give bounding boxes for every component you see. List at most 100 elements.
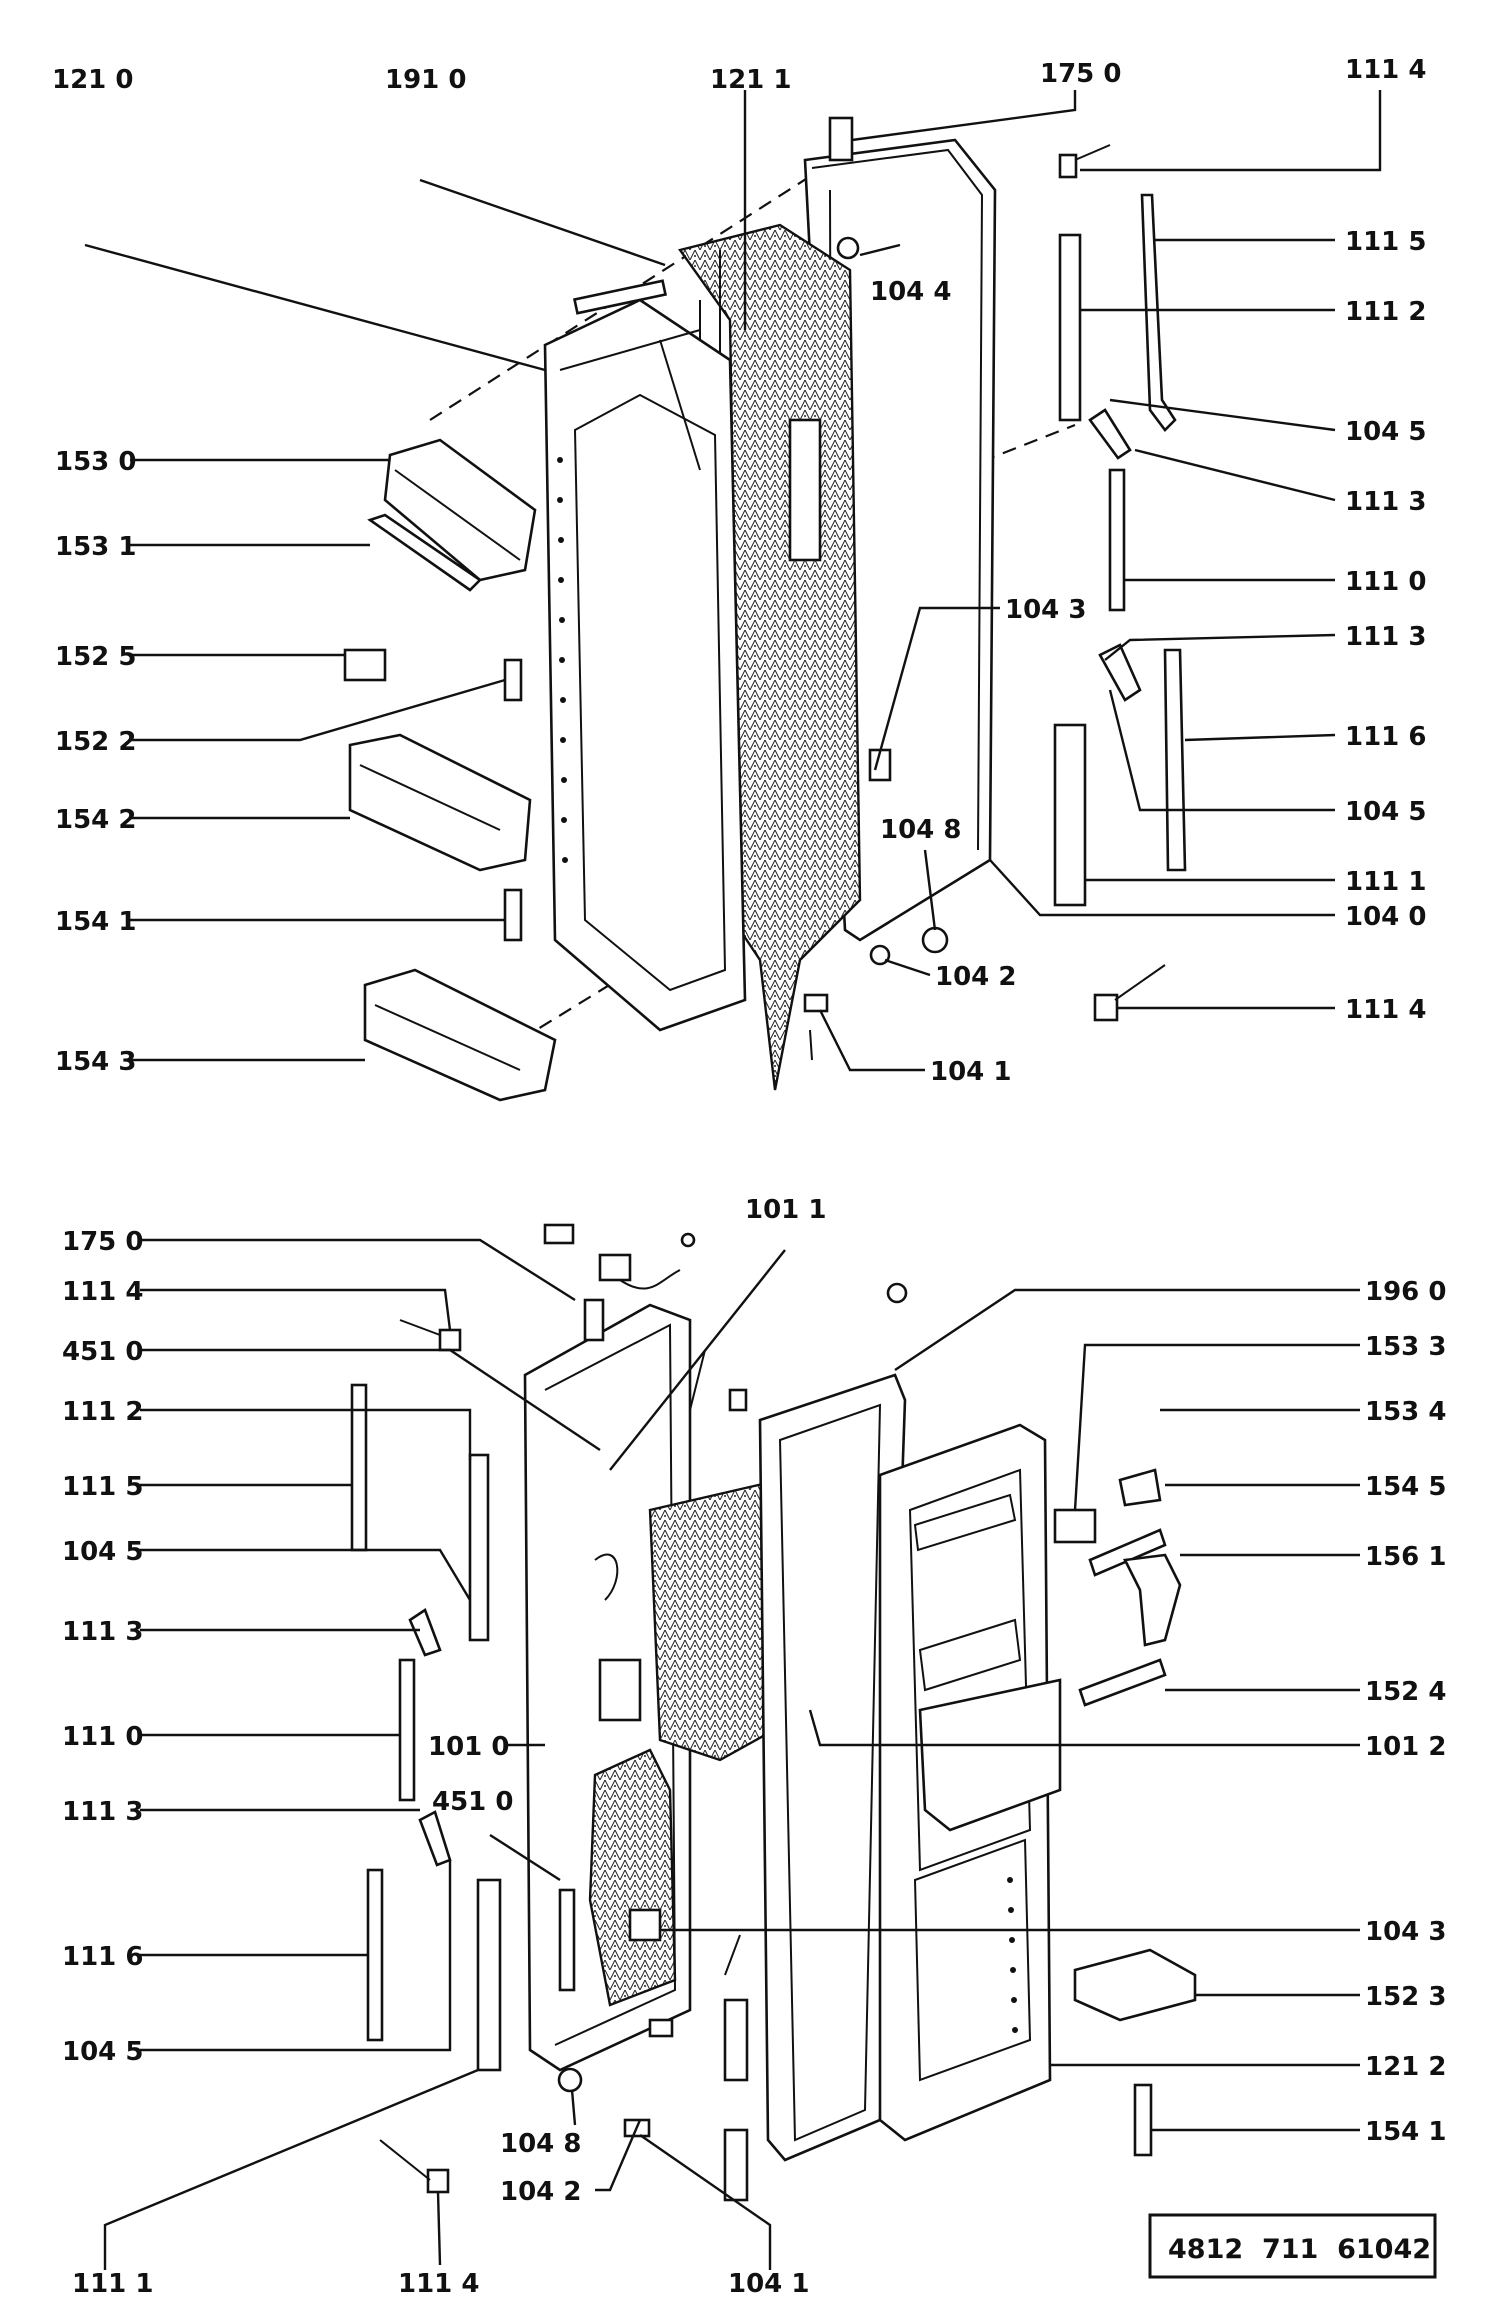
part-label: 111 4 (62, 1277, 143, 1307)
part-label: 111 1 (1345, 867, 1426, 897)
screw-part (869, 944, 891, 966)
door-bin-small (1073, 1948, 1197, 2022)
part-label: 191 0 (385, 65, 466, 95)
door-stop-part (886, 1282, 908, 1304)
part-label: 111 2 (1345, 297, 1426, 327)
part-label: 104 1 (728, 2269, 809, 2299)
bottom-hinge-cap (426, 2168, 450, 2194)
handle-insert (1058, 233, 1082, 422)
part-label: 111 4 (1345, 55, 1426, 85)
labels-upper: 121 0 191 0 121 1 175 0 111 4 111 5 111 … (52, 55, 1426, 1087)
handle-body (476, 1878, 502, 2072)
part-label: 104 5 (62, 2037, 143, 2067)
dispenser-switch-part (1118, 1468, 1162, 1507)
part-label: 111 3 (62, 1617, 143, 1647)
part-label: 111 2 (62, 1397, 143, 1427)
handle-bar (398, 1658, 416, 1802)
screw-part (399, 1319, 441, 1336)
shelf-support-holes (557, 457, 568, 863)
inner-door-liner-with-dispenser (878, 1423, 1062, 2142)
part-label: 152 2 (55, 727, 136, 757)
part-label: 451 0 (62, 1337, 143, 1367)
part-label: 154 2 (55, 805, 136, 835)
door-bin-tray (363, 968, 557, 1102)
drip-tray-strip (1078, 1658, 1167, 1707)
handle-trim (1140, 193, 1177, 432)
part-label: 111 4 (1345, 995, 1426, 1025)
part-label: 104 5 (1345, 417, 1426, 447)
part-label: 104 2 (500, 2177, 581, 2207)
hinge-plate-part (648, 2018, 674, 2038)
part-label: 101 0 (428, 1732, 509, 1762)
part-label: 111 0 (62, 1722, 143, 1752)
handle-bracket (1098, 643, 1142, 702)
document-code-box: 4812 711 61042 (1148, 2213, 1437, 2279)
wire-tube-part (689, 1349, 706, 1411)
assembly-guide-line (959, 423, 1076, 472)
hinge-cap-part (543, 1223, 575, 1245)
part-label: 154 1 (55, 907, 136, 937)
wire-connector-part (598, 1253, 632, 1282)
part-label: 111 6 (1345, 722, 1426, 752)
part-label: 154 5 (1365, 1472, 1446, 1502)
part-label: 111 3 (1345, 487, 1426, 517)
leader-lines-upper (84, 90, 1382, 1072)
part-label: 104 8 (500, 2129, 581, 2159)
part-label: 153 0 (55, 447, 136, 477)
part-label: 154 3 (55, 1047, 136, 1077)
door-stop-part (557, 2067, 583, 2093)
door-gasket-inner (778, 1403, 882, 2142)
screw-part (1074, 144, 1111, 161)
hinge-part (583, 1298, 605, 1342)
part-label: 111 6 (62, 1942, 143, 1972)
handle-bracket (408, 1608, 442, 1657)
part-label: 111 5 (62, 1472, 143, 1502)
door-bin-tray (348, 733, 532, 872)
part-label: 104 2 (935, 962, 1016, 992)
screw-part (379, 2139, 431, 2181)
handle-trim (366, 1868, 384, 2042)
part-label: 196 0 (1365, 1277, 1446, 1307)
part-label: 153 3 (1365, 1332, 1446, 1362)
part-label: 175 0 (1040, 59, 1121, 89)
part-label: 152 3 (1365, 1982, 1446, 2012)
part-label: 111 0 (1345, 567, 1426, 597)
spacer-block (723, 2128, 749, 2202)
handle-bar (1108, 468, 1126, 612)
hinge-plate-part (803, 993, 829, 1013)
part-label: 111 5 (1345, 227, 1426, 257)
part-label: 104 5 (1345, 797, 1426, 827)
part-label: 104 5 (62, 1537, 143, 1567)
upper-assembly: 121 0 191 0 121 1 175 0 111 4 111 5 111 … (52, 55, 1426, 1102)
part-label: 104 8 (880, 815, 961, 845)
top-hinge-cap (1058, 153, 1078, 179)
part-label: 104 0 (1345, 902, 1426, 932)
screw-part (809, 1029, 813, 1061)
small-clip-part (343, 648, 387, 682)
top-trim-strip (572, 279, 668, 315)
top-hinge-cap (438, 1328, 462, 1352)
dispenser-lever-part (1053, 1508, 1097, 1544)
part-label: 121 0 (52, 65, 133, 95)
shelf-support-bracket (1133, 2083, 1153, 2157)
part-label: 154 1 (1365, 2117, 1446, 2147)
part-label: 104 4 (870, 277, 951, 307)
part-label: 104 3 (1005, 595, 1086, 625)
part-label: 111 3 (62, 1797, 143, 1827)
screw-part (680, 1232, 696, 1248)
part-label: 111 4 (398, 2269, 479, 2299)
wire-tube-part (724, 1934, 741, 1976)
part-label: 156 1 (1365, 1542, 1446, 1572)
wire-harness-part (619, 1269, 681, 1290)
leader-lines-lower (103, 1238, 1360, 2270)
part-label: 152 4 (1365, 1677, 1446, 1707)
shelf-trim-strip (367, 513, 483, 592)
part-label: 152 5 (55, 642, 136, 672)
shelf-support-holes (1007, 1877, 1018, 2033)
part-label: 121 1 (710, 65, 791, 95)
handle-insert (468, 1453, 490, 1642)
door-stop-part (921, 926, 949, 954)
screw-part (1114, 964, 1166, 1001)
